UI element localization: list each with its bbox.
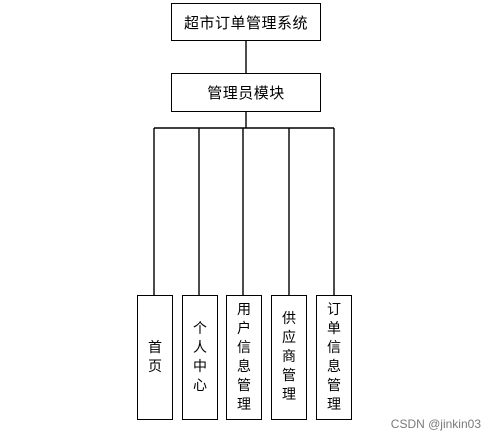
child-node-label: 个人中心 [193,320,207,394]
child-node-personal: 个人中心 [182,295,218,420]
child-node-label: 用户信息管理 [237,301,251,413]
child-node-home: 首页 [137,295,173,420]
child-node-order: 订单信息管理 [316,295,352,420]
child-node-supplier: 供应商管理 [271,295,307,420]
watermark: CSDN @jinkin03 [391,417,481,431]
root-node: 超市订单管理系统 [171,3,321,41]
root-node-label: 超市订单管理系统 [183,13,308,32]
watermark-text: CSDN @jinkin03 [390,417,481,431]
child-node-label: 供应商管理 [282,311,296,403]
module-node-label: 管理员模块 [207,84,285,102]
module-node: 管理员模块 [171,73,321,112]
child-node-label: 订单信息管理 [327,301,341,413]
child-node-user: 用户信息管理 [226,295,262,420]
child-node-label: 首页 [148,339,162,375]
